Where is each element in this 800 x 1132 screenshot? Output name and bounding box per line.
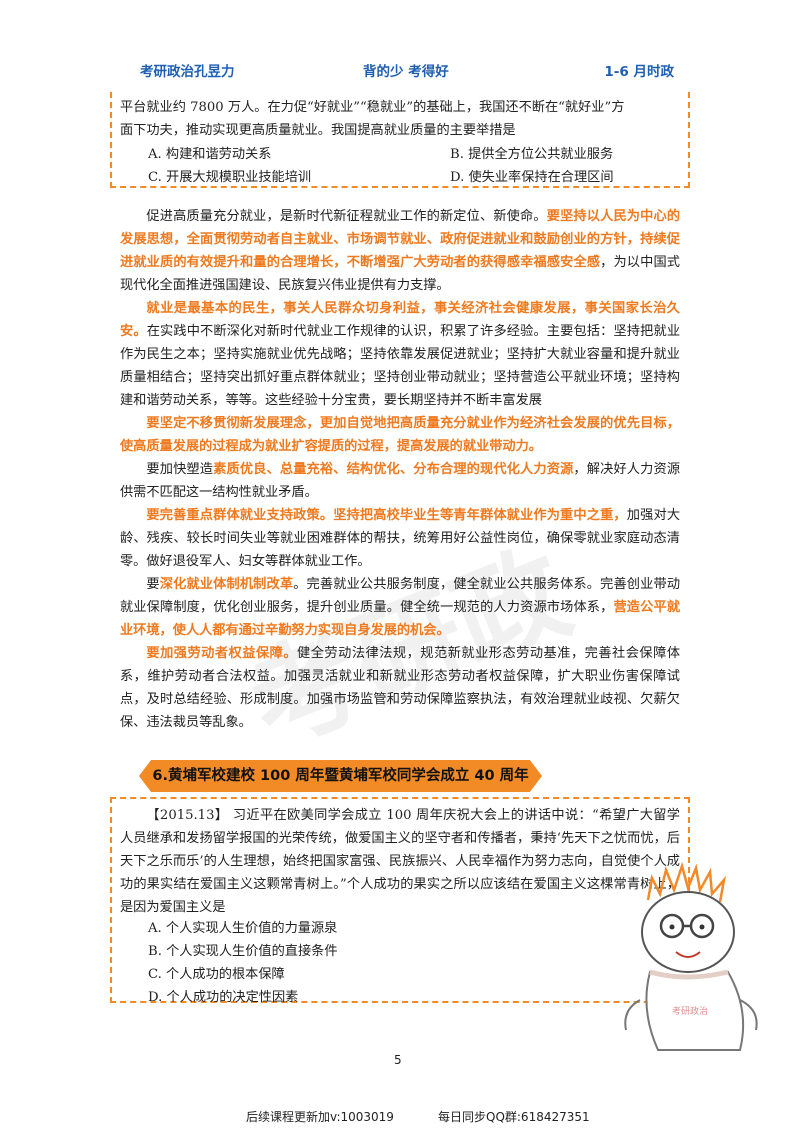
option-a-2: A. 个人实现人生价值的力量源泉: [148, 921, 338, 936]
section-banner: 6.黄埔军校建校 100 周年暨黄埔军校同学会成立 40 周年: [139, 760, 542, 792]
paragraph-5: 要完善重点群体就业支持政策。坚持把高校毕业生等青年群体就业作为重中之重，加强对大…: [120, 508, 681, 569]
page-number: 5: [394, 1053, 402, 1067]
option-b: B. 提供全方位公共就业服务: [450, 147, 614, 162]
option-c-2: C. 个人成功的根本保障: [148, 967, 285, 982]
footer-contact-left: 后续课程更新加v:1003019: [246, 1110, 394, 1124]
question-stem-line-1: 平台就业约 7800 万人。在力促“好就业”“稳就业”的基础上，我国还不断在“就…: [120, 100, 625, 115]
paragraph-2: 就业是最基本的民生，事关人民群众切身利益，事关经济社会健康发展，事关国家长治久安…: [120, 301, 681, 408]
question-stem-line-2: 面下功夫，推动实现更高质量就业。我国提高就业质量的主要举措是: [120, 123, 516, 138]
cartoon-mascot-illustration: 考研政治: [624, 861, 758, 1051]
header-slogan: 背的少 考得好: [363, 64, 449, 80]
option-d-2: D. 个人成功的决定性因素: [148, 990, 299, 1005]
paragraph-4: 要加快塑造素质优良、总量充裕、结构优化、分布合理的现代化人力资源，解决好人力资源…: [120, 462, 681, 500]
question-stem: 【2015.13】 习近平在欧美同学会成立 100 周年庆祝大会上的讲话中说：“…: [120, 808, 680, 915]
option-a: A. 构建和谐劳动关系: [148, 147, 272, 162]
paragraph-6: 要深化就业体制机制改革。完善就业公共服务制度，健全就业公共服务体系。完善创业带动…: [120, 577, 681, 638]
footer-contact-right: 每日同步QQ群:618427351: [438, 1110, 590, 1124]
paragraph-7: 要加强劳动者权益保障。健全劳动法律法规，规范新就业形态劳动基准，完善社会保障体系…: [120, 646, 681, 730]
paragraph-3: 要坚定不移贯彻新发展理念，更加自觉地把高质量充分就业作为经济社会发展的优先目标，…: [120, 416, 680, 454]
svg-text:考研政治: 考研政治: [672, 1005, 708, 1017]
page-header: 考研政治孔昱力 背的少 考得好 1-6 月时政: [118, 60, 682, 82]
header-author: 考研政治孔昱力: [140, 64, 235, 80]
question-box-top: [110, 92, 690, 188]
main-content: 促进高质量充分就业，是新时代新征程就业工作的新定位、新使命。要坚持以人民为中心的…: [120, 205, 680, 734]
header-topic: 1-6 月时政: [604, 64, 674, 80]
option-d: D. 使失业率保持在合理区间: [450, 170, 614, 185]
option-b-2: B. 个人实现人生价值的直接条件: [148, 944, 338, 959]
option-c: C. 开展大规模职业技能培训: [148, 170, 312, 185]
paragraph-1: 促进高质量充分就业，是新时代新征程就业工作的新定位、新使命。要坚持以人民为中心的…: [120, 209, 681, 293]
